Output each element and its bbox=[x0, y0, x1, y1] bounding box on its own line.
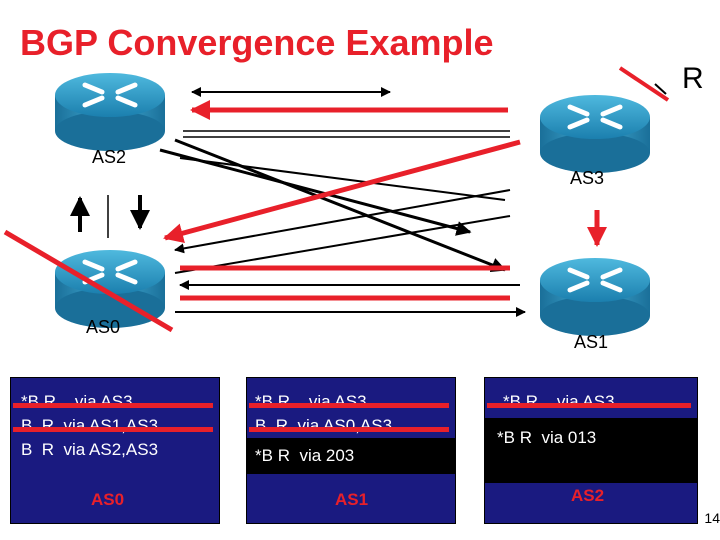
route-row: B R via AS2,AS3 bbox=[21, 440, 159, 459]
arrow-icon bbox=[163, 139, 521, 243]
route-row: *B R via 013 bbox=[497, 428, 597, 447]
page-title: BGP Convergence Example bbox=[20, 22, 494, 63]
router-icon bbox=[540, 258, 650, 336]
router-r-label: R bbox=[682, 62, 704, 95]
router-as1: AS1 bbox=[540, 258, 650, 352]
router-as2: AS2 bbox=[55, 73, 165, 167]
table-name: AS1 bbox=[335, 490, 369, 509]
link-line bbox=[179, 157, 506, 201]
route-row: *B R via AS3 bbox=[21, 392, 133, 411]
table-name: AS2 bbox=[571, 486, 605, 505]
route-table-as2: *B R via AS3 *B R via 013 AS2 bbox=[484, 377, 698, 524]
strike-line bbox=[249, 403, 449, 408]
router-icon bbox=[540, 95, 650, 173]
strike-line bbox=[249, 427, 449, 432]
router-icon bbox=[55, 73, 165, 151]
strike-line bbox=[487, 403, 691, 408]
route-table-as1: *B R via AS3 B R via AS0,AS3 *B R via 20… bbox=[246, 377, 456, 524]
router-label-as2: AS2 bbox=[92, 147, 126, 167]
link-tick bbox=[654, 83, 667, 95]
link-line bbox=[174, 215, 511, 274]
new-route-band bbox=[485, 418, 697, 483]
route-table-as0: *B R via AS3 B R via AS1,AS3 B R via AS2… bbox=[10, 377, 220, 524]
route-row: *B R via AS3 bbox=[503, 392, 615, 411]
withdraw-strike bbox=[618, 66, 670, 102]
router-as3: AS3 bbox=[540, 95, 650, 188]
route-row: *B R via AS3 bbox=[255, 392, 367, 411]
withdraw-strike bbox=[3, 229, 174, 333]
route-row: B R via AS1,AS3 bbox=[21, 416, 159, 435]
arrow-icon bbox=[174, 138, 507, 273]
arrow-icon bbox=[174, 189, 511, 254]
new-route-band bbox=[247, 438, 455, 474]
strike-line bbox=[13, 403, 213, 408]
strike-line bbox=[13, 427, 213, 432]
route-row: *B R via 203 bbox=[255, 446, 355, 465]
router-label-as3: AS3 bbox=[570, 168, 604, 188]
arrow-icon bbox=[159, 148, 472, 236]
page-number: 14 bbox=[704, 510, 720, 526]
route-row: B R via AS0,AS3 bbox=[255, 416, 393, 435]
router-label-as1: AS1 bbox=[574, 332, 608, 352]
router-label-as0: AS0 bbox=[86, 317, 120, 337]
router-as0: AS0 bbox=[55, 250, 165, 337]
table-name: AS0 bbox=[91, 490, 125, 509]
